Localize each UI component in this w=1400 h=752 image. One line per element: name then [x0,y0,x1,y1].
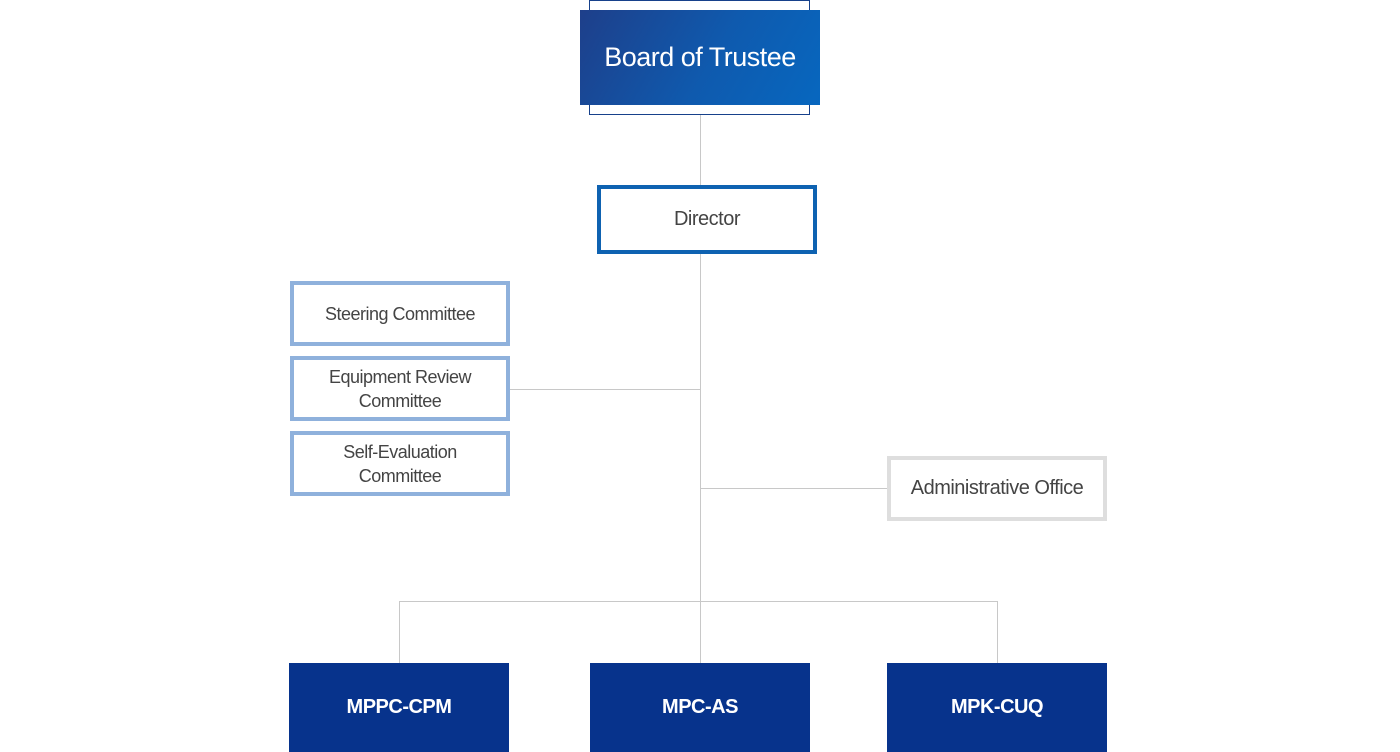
director-label: Director [673,208,741,230]
board-of-trustee-node: Board of Trustee [580,10,820,105]
unit-mpc-as-node: MPC-AS [590,663,810,752]
board-of-trustee-label: Board of Trustee [604,42,796,72]
connector-units-horizontal [399,601,998,602]
unit-mpk-cuq-node: MPK-CUQ [887,663,1107,752]
connector-admin [700,488,887,489]
director-node: Director [597,185,817,254]
steering-committee-node: Steering Committee [290,281,510,346]
unit-mpc-as-label: MPC-AS [662,696,738,718]
equipment-review-committee-label: Equipment Review Committee [328,366,472,411]
connector-committees [510,389,700,390]
administrative-office-node: Administrative Office [887,456,1107,521]
administrative-office-label: Administrative Office [910,477,1084,499]
steering-committee-label: Steering Committee [324,303,476,324]
unit-mpk-cuq-label: MPK-CUQ [950,696,1044,718]
connector-unit-left [399,601,400,663]
connector-unit-right [997,601,998,663]
unit-mppc-cpm-node: MPPC-CPM [289,663,509,752]
connector-director-trunk [700,254,701,663]
unit-mppc-cpm-label: MPPC-CPM [346,696,452,718]
equipment-review-committee-node: Equipment Review Committee [290,356,510,421]
self-evaluation-committee-label: Self-Evaluation Committee [343,441,457,486]
connector-board-director [700,115,701,185]
self-evaluation-committee-node: Self-Evaluation Committee [290,431,510,496]
